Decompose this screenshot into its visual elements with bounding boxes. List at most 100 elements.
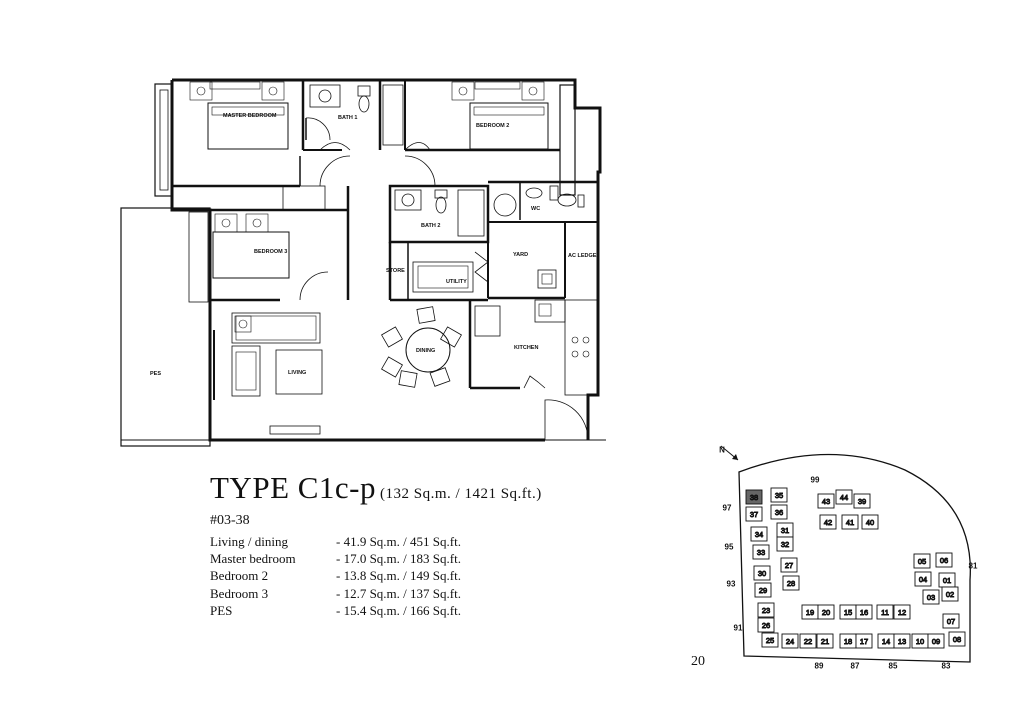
label-kitchen: KITCHEN (514, 345, 538, 351)
site-block (914, 571, 932, 587)
site-block (752, 544, 770, 560)
area-name: PES (210, 602, 233, 618)
site-block (753, 565, 771, 581)
site-block-label: 03 (927, 593, 935, 602)
site-block (861, 514, 879, 530)
label-wc: WC (531, 206, 540, 212)
site-block (757, 617, 775, 633)
site-block-label: 32 (781, 540, 789, 549)
site-block-label: 08 (953, 635, 961, 644)
label-bedroom2: BEDROOM 2 (476, 123, 509, 129)
site-block (941, 586, 959, 602)
site-block-label: 34 (755, 530, 763, 539)
area-row: Master bedroom - 17.0 Sq.m. / 183 Sq.ft. (210, 550, 461, 567)
site-block (750, 526, 768, 542)
site-block (839, 633, 857, 649)
site-block-label: 31 (781, 526, 789, 535)
unit-number: #03-38 (210, 513, 250, 528)
site-block-label: 25 (766, 636, 774, 645)
site-block (799, 633, 817, 649)
site-block-label: 38 (750, 493, 758, 502)
site-block-label: 19 (806, 608, 814, 617)
site-block-label: 20 (822, 608, 830, 617)
area-row: Living / dining - 41.9 Sq.m. / 451 Sq.ft. (210, 533, 461, 550)
area-row: Bedroom 3- 12.7 Sq.m. / 137 Sq.ft. (210, 585, 461, 602)
area-name: Bedroom 2 (210, 568, 269, 584)
site-block-label: 15 (844, 608, 852, 617)
road-83: 83 (942, 662, 951, 671)
site-block-label: 06 (940, 556, 948, 565)
site-block-label: 18 (844, 637, 852, 646)
site-block (938, 572, 956, 588)
site-block-label: 02 (946, 590, 954, 599)
north-arrow-icon (720, 445, 739, 461)
site-block-label: 11 (881, 608, 889, 617)
site-block (876, 604, 894, 620)
site-block-label: 05 (918, 557, 926, 566)
label-dining: DINING (416, 348, 435, 354)
area-value: - 41.9 Sq.m. / 451 Sq.ft. (336, 534, 461, 549)
site-block-label: 23 (762, 606, 770, 615)
label-store: STORE (386, 268, 405, 274)
site-block-label: 26 (762, 621, 770, 630)
site-block-label: 17 (860, 637, 868, 646)
site-block-label: 44 (840, 493, 848, 502)
site-block (935, 552, 953, 568)
road-89: 89 (815, 662, 824, 671)
site-block (761, 632, 779, 648)
site-block (893, 604, 911, 620)
label-ac-ledge: AC LEDGE (568, 253, 597, 259)
label-bedroom3: BEDROOM 3 (254, 249, 287, 255)
north-label: N (719, 446, 725, 455)
site-block (770, 504, 788, 520)
site-block-label: 39 (858, 497, 866, 506)
area-name: Living / dining (210, 534, 288, 549)
site-block (817, 604, 835, 620)
site-block-label: 29 (759, 586, 767, 595)
site-block (754, 582, 772, 598)
site-block-label: 22 (804, 637, 812, 646)
site-block (816, 633, 834, 649)
unit-total-area: (132 Sq.m. / 1421 Sq.ft.) (380, 486, 542, 502)
road-97: 97 (723, 504, 732, 513)
site-block-label: 24 (786, 637, 794, 646)
road-93: 93 (727, 580, 736, 589)
page-number: 20 (691, 654, 705, 669)
site-block (782, 575, 800, 591)
site-block-label: 30 (758, 569, 766, 578)
area-value: - 17.0 Sq.m. / 183 Sq.ft. (336, 551, 461, 567)
area-value: - 13.8 Sq.m. / 149 Sq.ft. (336, 568, 461, 584)
area-value: - 15.4 Sq.m. / 166 Sq.ft. (336, 602, 461, 618)
site-block-label: 09 (932, 637, 940, 646)
site-block-label: 37 (750, 510, 758, 519)
site-block (855, 633, 873, 649)
road-95: 95 (725, 543, 734, 552)
site-block (839, 604, 857, 620)
road-81: 81 (969, 562, 978, 571)
area-name: Master bedroom (210, 551, 296, 567)
site-block-label: 40 (866, 518, 874, 527)
site-block (913, 553, 931, 569)
site-block (745, 506, 763, 522)
site-block-label: 41 (846, 518, 854, 527)
site-block (927, 633, 945, 649)
label-pes: PES (150, 371, 161, 377)
road-85: 85 (889, 662, 898, 671)
label-bath1: BATH 1 (338, 115, 357, 121)
site-block (942, 613, 960, 629)
label-utility: UTILITY (446, 279, 467, 285)
unit-type-name: TYPE C1c-p (210, 470, 377, 505)
site-block-label: 43 (822, 497, 830, 506)
site-block-highlighted (745, 489, 763, 505)
site-block (835, 489, 853, 505)
site-block-label: 01 (943, 576, 951, 585)
site-block (776, 522, 794, 538)
label-bath2: BATH 2 (421, 223, 440, 229)
road-87: 87 (851, 662, 860, 671)
site-block-label: 07 (947, 617, 955, 626)
label-yard: YARD (513, 252, 528, 258)
site-block (841, 514, 859, 530)
site-block-label: 04 (919, 575, 927, 584)
site-block-label: 42 (824, 518, 832, 527)
road-91: 91 (734, 624, 743, 633)
